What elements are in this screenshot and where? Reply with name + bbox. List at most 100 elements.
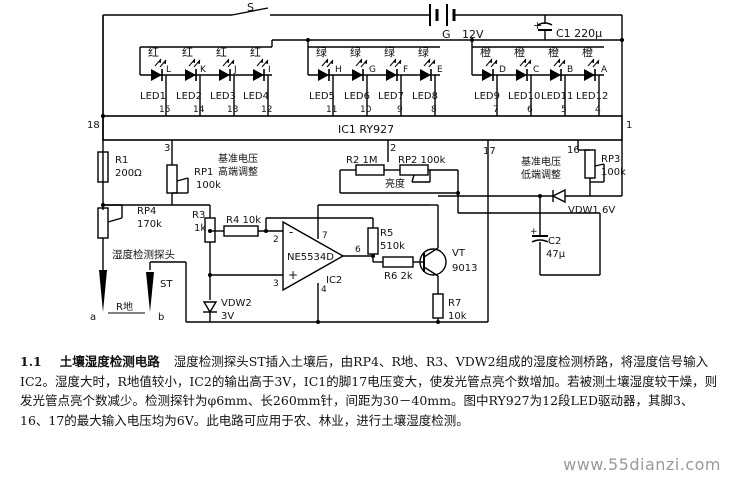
- led-color: 红: [182, 46, 193, 59]
- pin-number: 6: [527, 105, 533, 115]
- label-rp4-val: 170k: [137, 219, 162, 230]
- led-name: LED10: [508, 91, 540, 102]
- label-c2-val: 47μ: [546, 249, 566, 260]
- led-color: 红: [216, 46, 227, 59]
- ic1-pin2: 2: [390, 143, 396, 154]
- led-letter: J: [233, 65, 237, 75]
- pin-number: 14: [193, 105, 205, 115]
- led-letter: I: [268, 65, 271, 75]
- led-name: LED12: [576, 91, 608, 102]
- led-name: LED5: [309, 91, 335, 102]
- ic1-pin18: 18: [87, 120, 100, 131]
- label-rp2-note: 亮度: [385, 177, 405, 190]
- label-c1-plus: +: [533, 19, 542, 32]
- label-r6: R6 2k: [384, 271, 413, 282]
- label-probe-a: a: [90, 312, 96, 323]
- circuit-schematic: S G 12V C1 220μ + 红 红 红 红 绿 绿 绿 绿 橙 橙 橙 …: [87, 1, 632, 324]
- label-rp3-val: 100k: [601, 167, 626, 178]
- label-rp3: RP3: [601, 154, 620, 165]
- label-rp1-val: 100k: [196, 180, 221, 191]
- pin-number: 12: [261, 105, 272, 115]
- led-color: 红: [148, 46, 159, 59]
- led-letter: C: [533, 65, 539, 75]
- led-color: 橙: [514, 45, 525, 59]
- led-letter: F: [403, 65, 408, 75]
- label-r3: R3: [192, 210, 205, 221]
- label-r5: R5: [380, 228, 393, 239]
- label-c2-plus: +: [530, 227, 538, 237]
- label-r2: R2 1M: [346, 155, 377, 166]
- label-r4: R4 10k: [226, 215, 261, 226]
- label-c1: C1 220μ: [556, 27, 602, 40]
- led-name: LED4: [243, 91, 269, 102]
- led-color: 橙: [480, 45, 491, 59]
- pin-number: 8: [431, 105, 437, 115]
- op-pin: 4: [321, 285, 327, 295]
- label-vt: VT: [452, 248, 466, 259]
- label-ic2: IC2: [326, 275, 342, 286]
- op-plus: +: [288, 268, 298, 282]
- led-name: LED9: [474, 91, 500, 102]
- label-rp3-note: 基准电压: [521, 155, 561, 168]
- watermark: www.55dianzi.com: [563, 455, 721, 474]
- label-r1: R1: [115, 155, 128, 166]
- label-r7: R7: [448, 298, 461, 309]
- label-r3-val: 1k: [194, 223, 206, 234]
- label-r1-val: 200Ω: [115, 168, 142, 179]
- led-color: 绿: [418, 45, 429, 59]
- led-color: 绿: [316, 45, 327, 59]
- led-letter: A: [601, 65, 608, 75]
- led-letter: G: [369, 65, 376, 75]
- ic1-pin16: 16: [567, 145, 580, 156]
- label-switch: S: [247, 1, 254, 14]
- led-color: 橙: [582, 45, 593, 59]
- ic1-label: IC1 RY927: [338, 123, 394, 136]
- led-name: LED11: [541, 91, 573, 102]
- ic1-pin1: 1: [626, 120, 632, 131]
- label-rp1-note: 高端调整: [218, 165, 258, 178]
- led-color: 绿: [384, 45, 395, 59]
- led-name: LED2: [176, 91, 202, 102]
- label-rp4: RP4: [137, 206, 156, 217]
- op-pin: 6: [355, 245, 361, 255]
- pin-number: 13: [227, 105, 238, 115]
- label-r-soil: R地: [116, 300, 133, 313]
- label-probe: 湿度检测探头: [112, 248, 175, 261]
- led-letter: K: [200, 65, 207, 75]
- label-r7-val: 10k: [448, 311, 467, 322]
- label-battery: G: [442, 28, 451, 41]
- led-color: 红: [250, 46, 261, 59]
- led-name: LED7: [378, 91, 404, 102]
- led-name: LED3: [210, 91, 236, 102]
- ic1-pin3: 3: [164, 143, 170, 154]
- led-color: 绿: [350, 45, 361, 59]
- label-battery-voltage: 12V: [462, 28, 484, 41]
- led-color: 橙: [548, 45, 559, 59]
- figure-number: 1.1: [20, 354, 42, 369]
- led-letter: D: [499, 65, 506, 75]
- figure-description: 湿度检测探头ST插入土壤后，由RP4、R地、R3、VDW2组成的湿度检测桥路，将…: [20, 354, 718, 428]
- led-name: LED6: [344, 91, 370, 102]
- pin-number: 4: [595, 105, 601, 115]
- led-letter: E: [437, 65, 443, 75]
- label-opamp: NE5534D: [287, 252, 334, 263]
- label-st: ST: [160, 279, 173, 290]
- label-c2: C2: [548, 236, 561, 247]
- label-vdw1: VDW1 6V: [568, 205, 615, 216]
- op-minus: -: [289, 225, 293, 239]
- led-letter: H: [335, 65, 342, 75]
- led-name: LED8: [412, 91, 438, 102]
- pin-number: 5: [561, 105, 567, 115]
- label-r5-val: 510k: [380, 241, 405, 252]
- figure-caption: 1.1 土壤湿度检测电路湿度检测探头ST插入土壤后，由RP4、R地、R3、VDW2…: [20, 352, 720, 430]
- ic1-pin17: 17: [483, 146, 496, 157]
- pin-number: 9: [397, 105, 403, 115]
- label-rp2: RP2 100k: [398, 155, 446, 166]
- pin-number: 7: [493, 105, 499, 115]
- figure-title: 土壤湿度检测电路: [59, 354, 160, 369]
- label-vdw2: VDW2: [221, 298, 252, 309]
- label-vt-val: 9013: [452, 263, 477, 274]
- pin-number: 15: [159, 105, 170, 115]
- op-pin: 2: [273, 235, 279, 245]
- label-probe-b: b: [158, 312, 164, 323]
